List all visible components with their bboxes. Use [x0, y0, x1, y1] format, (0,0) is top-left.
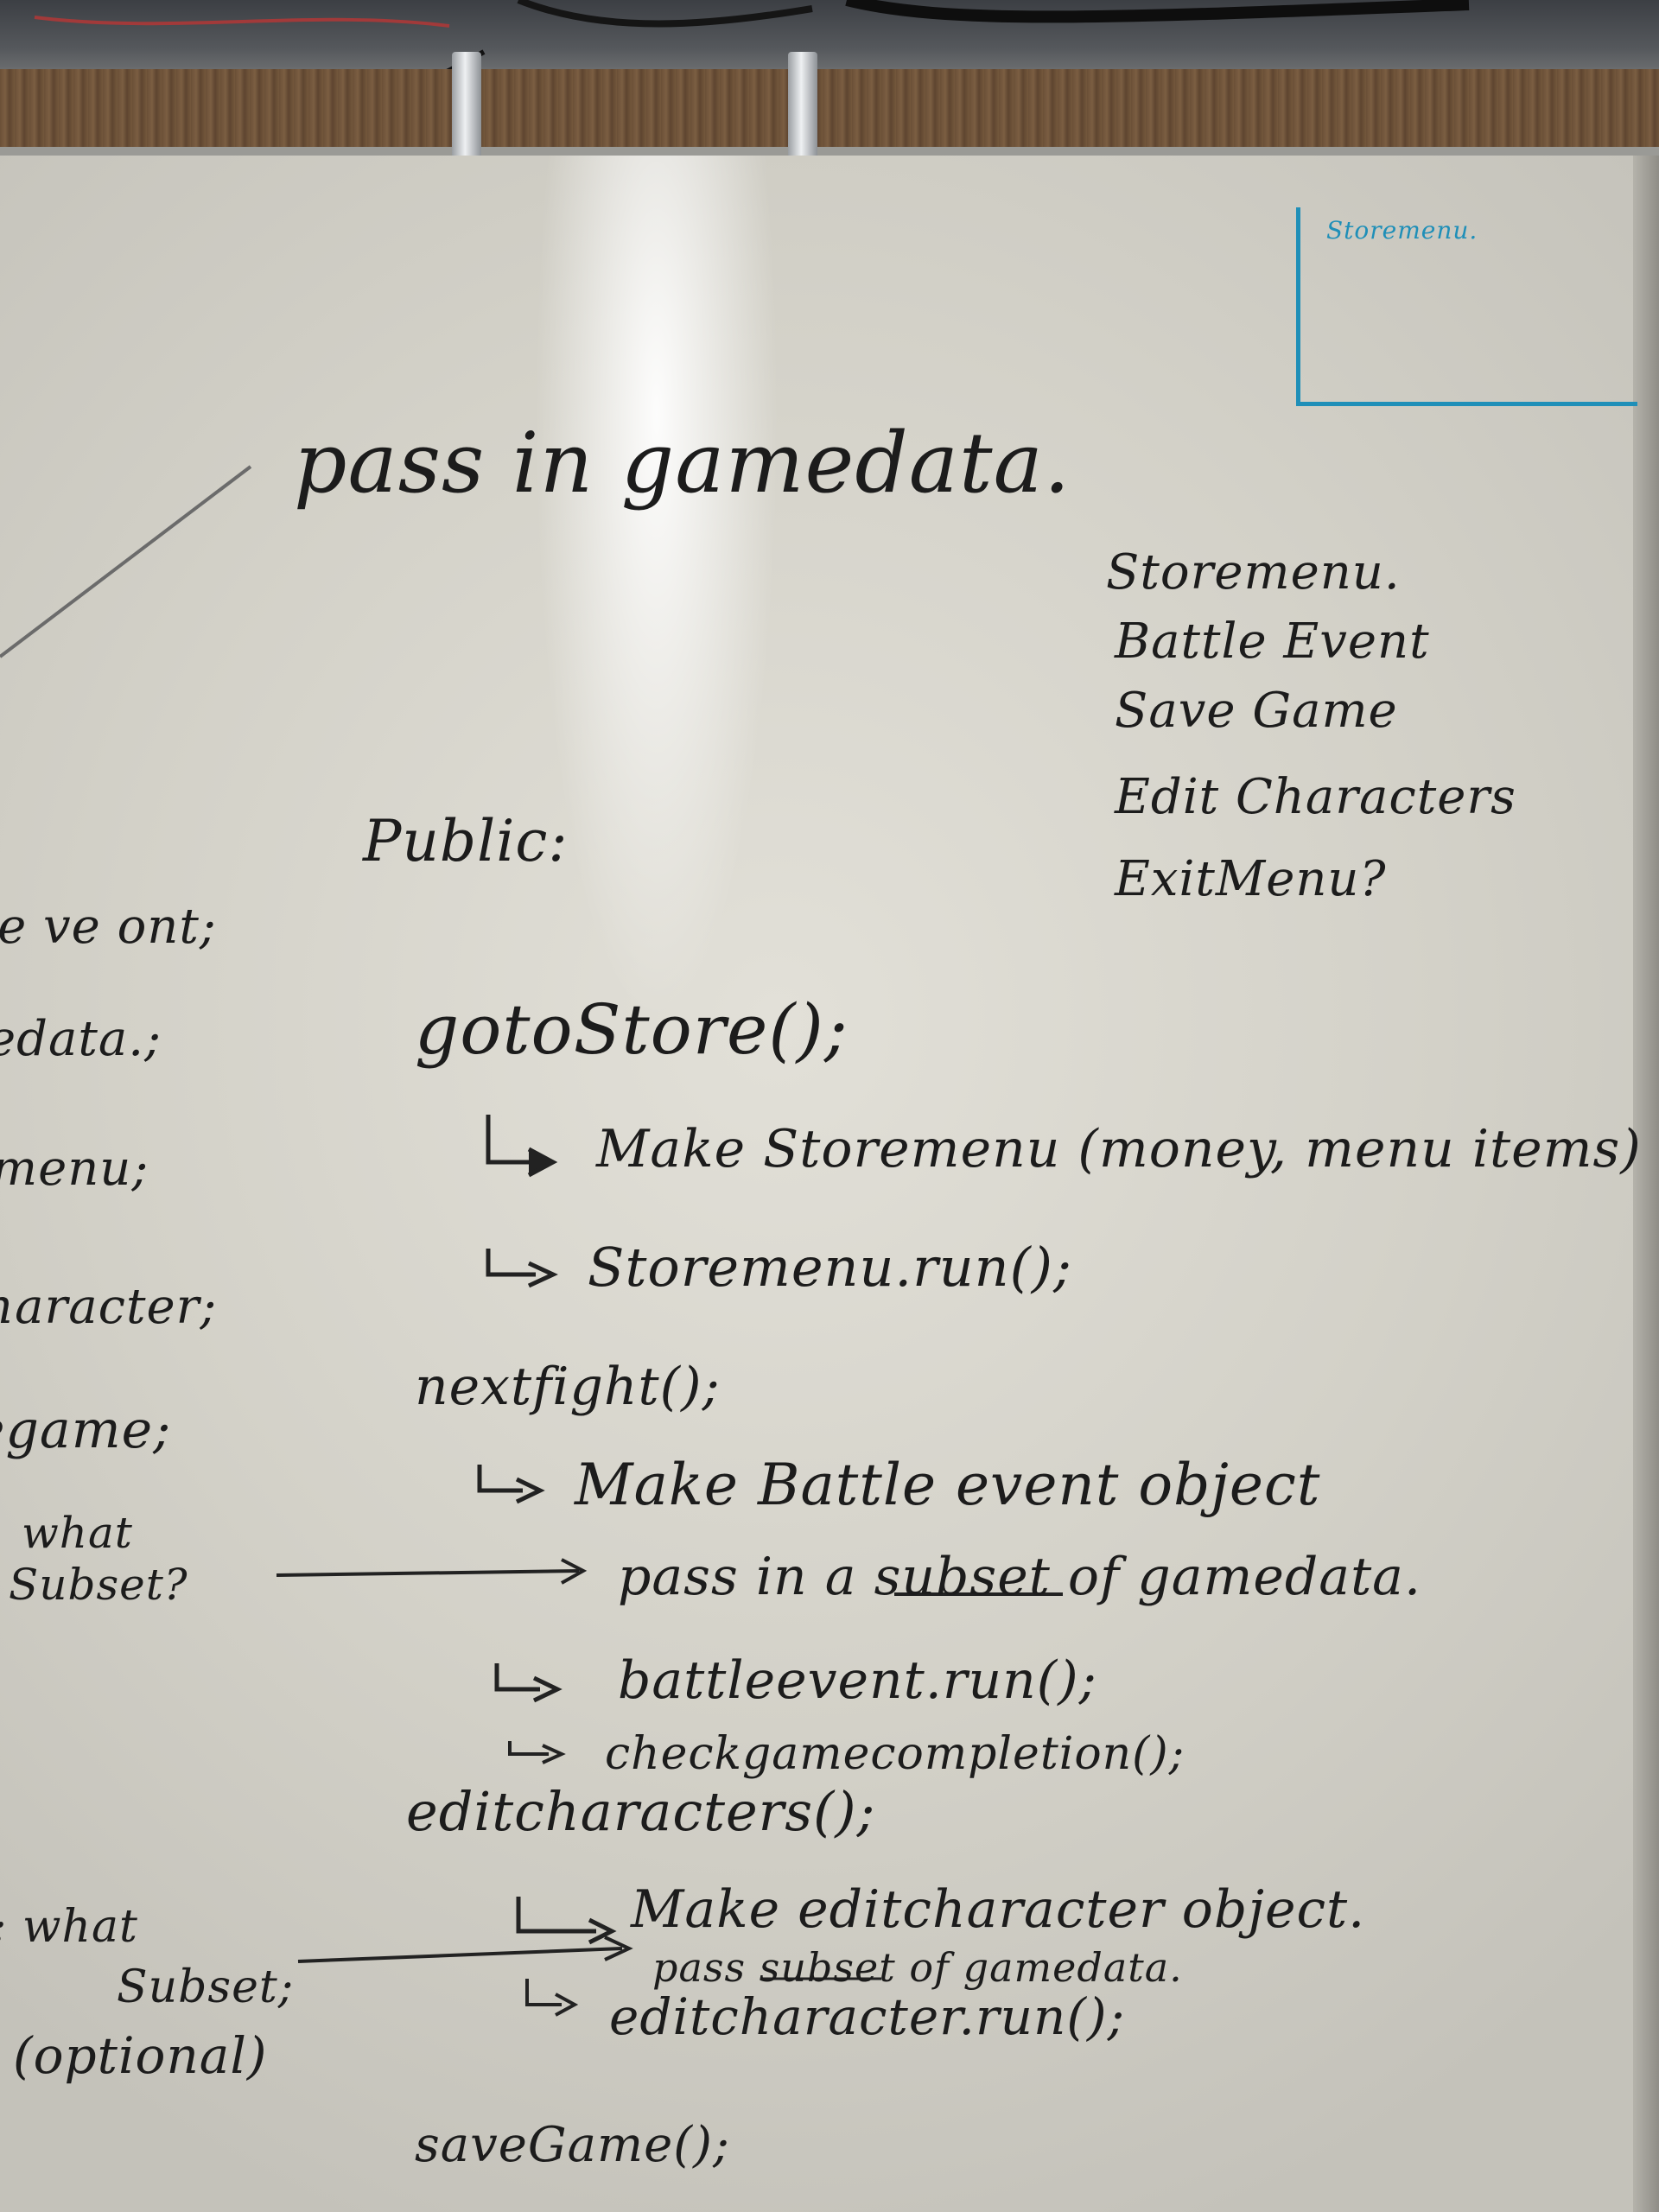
- blue-marker-box: [1296, 207, 1637, 406]
- menu-item-storemenu: Storemenu.: [1106, 544, 1401, 601]
- note-what: what: [22, 1508, 133, 1558]
- menu-item-edit-characters: Edit Characters: [1115, 769, 1516, 825]
- code-editcharacter-run: editcharacter.run();: [609, 1987, 1126, 2046]
- corner-note: Storemenu.: [1326, 216, 1478, 245]
- code-goto-store: gotoStore();: [415, 989, 849, 1070]
- left-cut-text-2: edata.;: [0, 1011, 162, 1067]
- code-make-storemenu: Make Storemenu (money, menu items): [596, 1119, 1642, 1179]
- note-what-2: : what: [0, 1901, 138, 1953]
- code-storemenu-run: Storemenu.run();: [588, 1236, 1072, 1299]
- note-subset-2: Subset;: [117, 1961, 295, 2013]
- menu-item-save-game: Save Game: [1115, 683, 1398, 739]
- left-cut-text-3: menu;: [0, 1141, 149, 1197]
- menu-item-battle-event: Battle Event: [1115, 613, 1430, 670]
- left-cut-text-5: egame;: [0, 1400, 172, 1460]
- code-make-battle-event: Make Battle event object: [575, 1452, 1321, 1518]
- note-subset: Subset?: [9, 1560, 188, 1610]
- heading-pass-in-gamedata: pass in gamedata.: [294, 415, 1071, 512]
- public-label: Public:: [363, 808, 569, 874]
- cork-rail: [0, 69, 1659, 156]
- code-pass-subset: pass in a subset of gamedata.: [618, 1547, 1422, 1607]
- code-check-completion: checkgamecompletion();: [605, 1728, 1185, 1780]
- whiteboard: [0, 156, 1659, 2212]
- code-edit-characters: editcharacters();: [406, 1780, 876, 1843]
- left-cut-text-1: he ve ont;: [0, 899, 217, 955]
- code-make-editcharacter: Make editcharacter object.: [631, 1879, 1366, 1940]
- code-next-fight: nextfight();: [415, 1357, 721, 1417]
- code-save-game: saveGame();: [415, 2117, 730, 2173]
- ceiling-area: [0, 0, 1659, 69]
- left-cut-text-4: haracter;: [0, 1279, 218, 1335]
- code-pass-subset-2: pass subset of gamedata.: [652, 1944, 1183, 1991]
- whiteboard-edge: [1633, 156, 1659, 2212]
- note-optional: (optional): [13, 2026, 268, 2085]
- menu-item-exit-menu: ExitMenu?: [1115, 851, 1387, 907]
- code-battleevent-run: battleevent.run();: [618, 1650, 1097, 1711]
